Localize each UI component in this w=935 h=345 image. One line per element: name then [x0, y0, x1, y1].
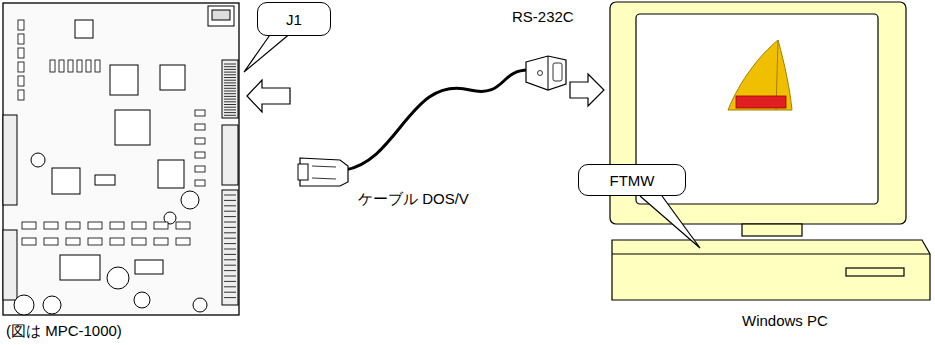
callout-tail: [244, 32, 292, 72]
callout-label: J1: [286, 11, 302, 28]
board-components: [18, 20, 236, 298]
port-label: RS-232C: [512, 8, 574, 25]
callout-box: J1: [257, 2, 331, 36]
pointer-arrow: [247, 80, 290, 112]
figure-note: (図は MPC-1000): [6, 322, 122, 341]
pointer-arrow: [570, 74, 604, 106]
circuit-board: [3, 3, 239, 315]
cable: [298, 56, 566, 186]
callout-label: FTMW: [610, 172, 655, 189]
device-label: Windows PC: [742, 312, 828, 329]
personal-computer: [610, 2, 930, 300]
application-icon: [728, 40, 792, 110]
callout-tail: [640, 196, 700, 248]
cable-label: ケーブル DOS/V: [358, 190, 469, 209]
callout-box: FTMW: [578, 164, 686, 196]
